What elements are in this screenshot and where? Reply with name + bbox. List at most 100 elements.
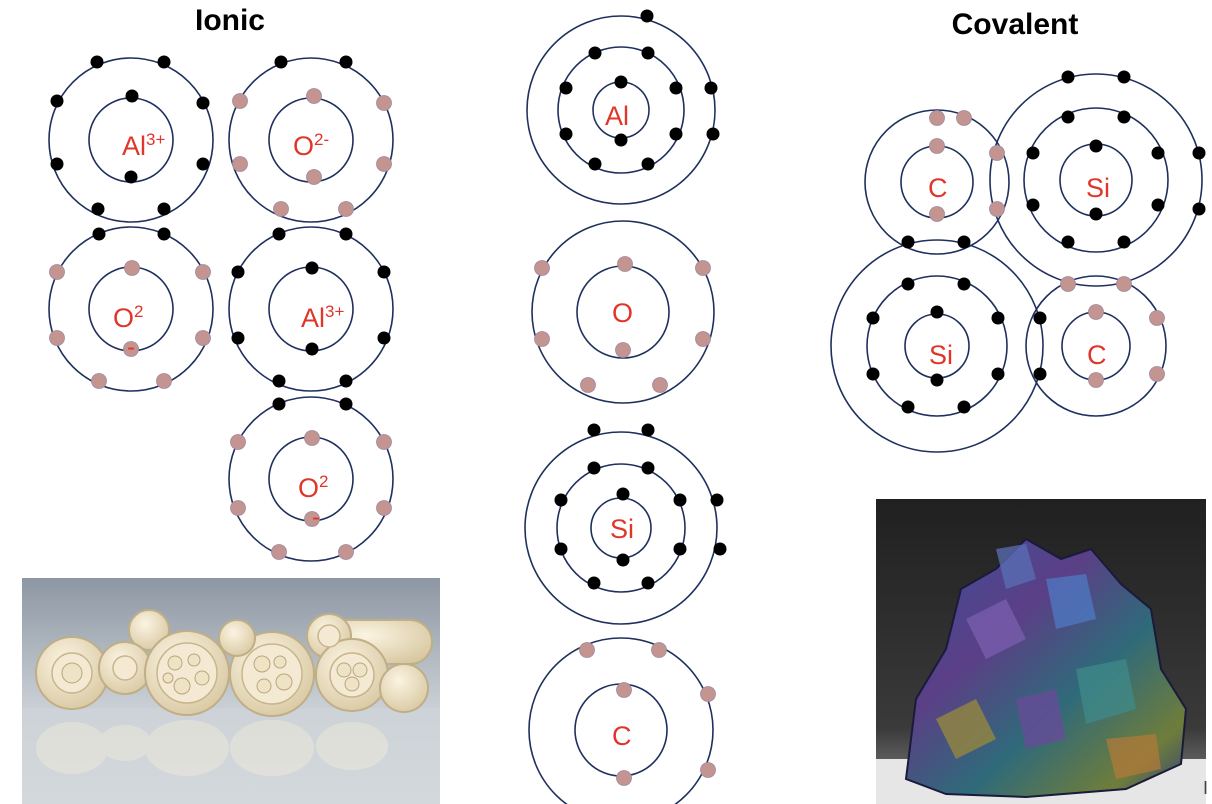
electron-neutral_al-10: [641, 157, 655, 171]
electron-covalent_c_1-3: [989, 201, 1005, 217]
electron-neutral_si-11: [641, 576, 655, 590]
shell-2-neutral_al: [557, 46, 685, 174]
electron-ionic_al_1-7: [157, 202, 171, 216]
electron-ionic_al_1-9: [124, 170, 138, 184]
electron-covalent_si_2-2: [866, 311, 880, 325]
electron-ionic_o_1-6: [273, 201, 289, 217]
charge-below-ionic_o_2: -: [127, 334, 135, 361]
electron-ionic_o_3-1: [339, 397, 353, 411]
electron-neutral_al-7: [559, 127, 573, 141]
electron-neutral_c-1: [651, 642, 667, 658]
electron-covalent_c_1-2: [989, 145, 1005, 161]
electron-ionic_o_2-4: [49, 330, 65, 346]
electron-ionic_o_1-0: [274, 55, 288, 69]
electron-neutral_si-9: [673, 542, 687, 556]
electron-ionic_o_3-0: [272, 397, 286, 411]
atom-label-neutral_al: Al: [605, 101, 629, 131]
electron-ionic_al_1-6: [91, 202, 105, 216]
electron-ionic_o_2-5: [195, 330, 211, 346]
shell-3-neutral_al: [526, 15, 716, 205]
electron-covalent_si_2-9: [930, 373, 944, 387]
electron-neutral_al-11: [614, 75, 628, 89]
electron-ionic_al_2-7: [339, 374, 353, 388]
electron-neutral_c-5: [616, 770, 632, 786]
electron-neutral_al-2: [706, 127, 720, 141]
electron-covalent_si_1-3: [1117, 110, 1131, 124]
ionic-heading: Ionic: [194, 4, 265, 37]
electron-ionic_o_2-8: [124, 260, 140, 276]
shell-3-neutral_si: [524, 431, 718, 625]
electron-neutral_o-3: [695, 331, 711, 347]
electron-ionic_o_2-9: [123, 341, 139, 357]
atom-label-neutral_si: Si: [610, 514, 634, 544]
electron-covalent_c_1-0: [929, 110, 945, 126]
electron-ionic_o_3-8: [304, 430, 320, 446]
electron-covalent_c_1-5: [957, 235, 971, 249]
electron-neutral_si-4: [587, 461, 601, 475]
shell-2-ionic_al_2: [228, 226, 394, 392]
shell-3-covalent_si_2: [830, 239, 1044, 453]
charge-superscript-ionic_al_2: 3+: [325, 302, 344, 321]
charge-superscript-ionic_o_2: 2: [134, 302, 143, 321]
electron-ionic_al_2-5: [377, 331, 391, 345]
electron-ionic_al_2-4: [231, 331, 245, 345]
ceramic-tubes-photo: [22, 578, 440, 804]
shell-2-neutral_o: [531, 220, 715, 404]
electron-neutral_c-3: [700, 762, 716, 778]
electron-neutral_si-3: [713, 542, 727, 556]
electron-neutral_al-8: [669, 127, 683, 141]
shell-2-ionic_al_1: [48, 57, 214, 223]
electron-neutral_al-9: [588, 157, 602, 171]
electron-neutral_si-5: [641, 461, 655, 475]
electron-neutral_si-10: [587, 576, 601, 590]
electron-neutral_o-0: [534, 260, 550, 276]
shell-2-covalent_c_1: [864, 109, 1010, 255]
electron-ionic_o_1-3: [376, 95, 392, 111]
electron-covalent_si_2-0: [901, 277, 915, 291]
charge-below-ionic_o_3: -: [312, 504, 320, 531]
electron-neutral_c-0: [579, 642, 595, 658]
electron-ionic_o_3-5: [376, 500, 392, 516]
electron-covalent_si_2-3: [991, 311, 1005, 325]
electron-covalent_si_1-12: [1089, 139, 1103, 153]
electron-neutral_si-13: [616, 553, 630, 567]
electron-ionic_o_1-5: [376, 156, 392, 172]
electron-neutral_o-6: [617, 256, 633, 272]
electron-neutral_al-1: [704, 81, 718, 95]
electron-ionic_al_2-1: [339, 227, 353, 241]
electron-covalent_si_1-2: [1061, 110, 1075, 124]
shell-2-covalent_c_2: [1025, 275, 1167, 417]
electron-neutral_o-7: [615, 342, 631, 358]
electron-ionic_o_1-9: [306, 169, 322, 185]
electron-covalent_si_2-1: [957, 277, 971, 291]
electron-ionic_o_2-2: [49, 264, 65, 280]
electron-ionic_o_3-6: [271, 544, 287, 560]
electron-ionic_o_2-0: [92, 227, 106, 241]
electron-neutral_si-6: [554, 493, 568, 507]
electron-neutral_al-4: [641, 46, 655, 60]
electron-covalent_c_2-5: [1149, 366, 1165, 382]
electron-covalent_si_2-6: [901, 400, 915, 414]
electron-neutral_al-3: [588, 46, 602, 60]
electron-ionic_o_1-4: [232, 156, 248, 172]
shell-3-covalent_si_1: [989, 73, 1203, 287]
electron-ionic_al_2-9: [305, 342, 319, 356]
electron-neutral_si-0: [587, 423, 601, 437]
silicon-carbide-photo: [876, 499, 1206, 804]
shell-2-neutral_c: [528, 637, 714, 804]
electron-covalent_si_2-5: [991, 367, 1005, 381]
electron-ionic_al_2-8: [305, 261, 319, 275]
electron-covalent_c_2-2: [1033, 311, 1047, 325]
electron-covalent_c_1-4: [901, 235, 915, 249]
electron-ionic_o_3-3: [376, 434, 392, 450]
electron-ionic_al_1-4: [50, 157, 64, 171]
charge-superscript-ionic_o_3: 2: [319, 472, 328, 491]
electron-neutral_o-5: [652, 377, 668, 393]
electron-covalent_c_1-6: [929, 138, 945, 154]
electron-neutral_c-2: [700, 686, 716, 702]
shell-2-ionic_o_2: [48, 226, 214, 392]
electron-neutral_o-4: [580, 377, 596, 393]
shell-2-ionic_o_1: [228, 57, 394, 223]
electron-neutral_al-0: [640, 9, 654, 23]
